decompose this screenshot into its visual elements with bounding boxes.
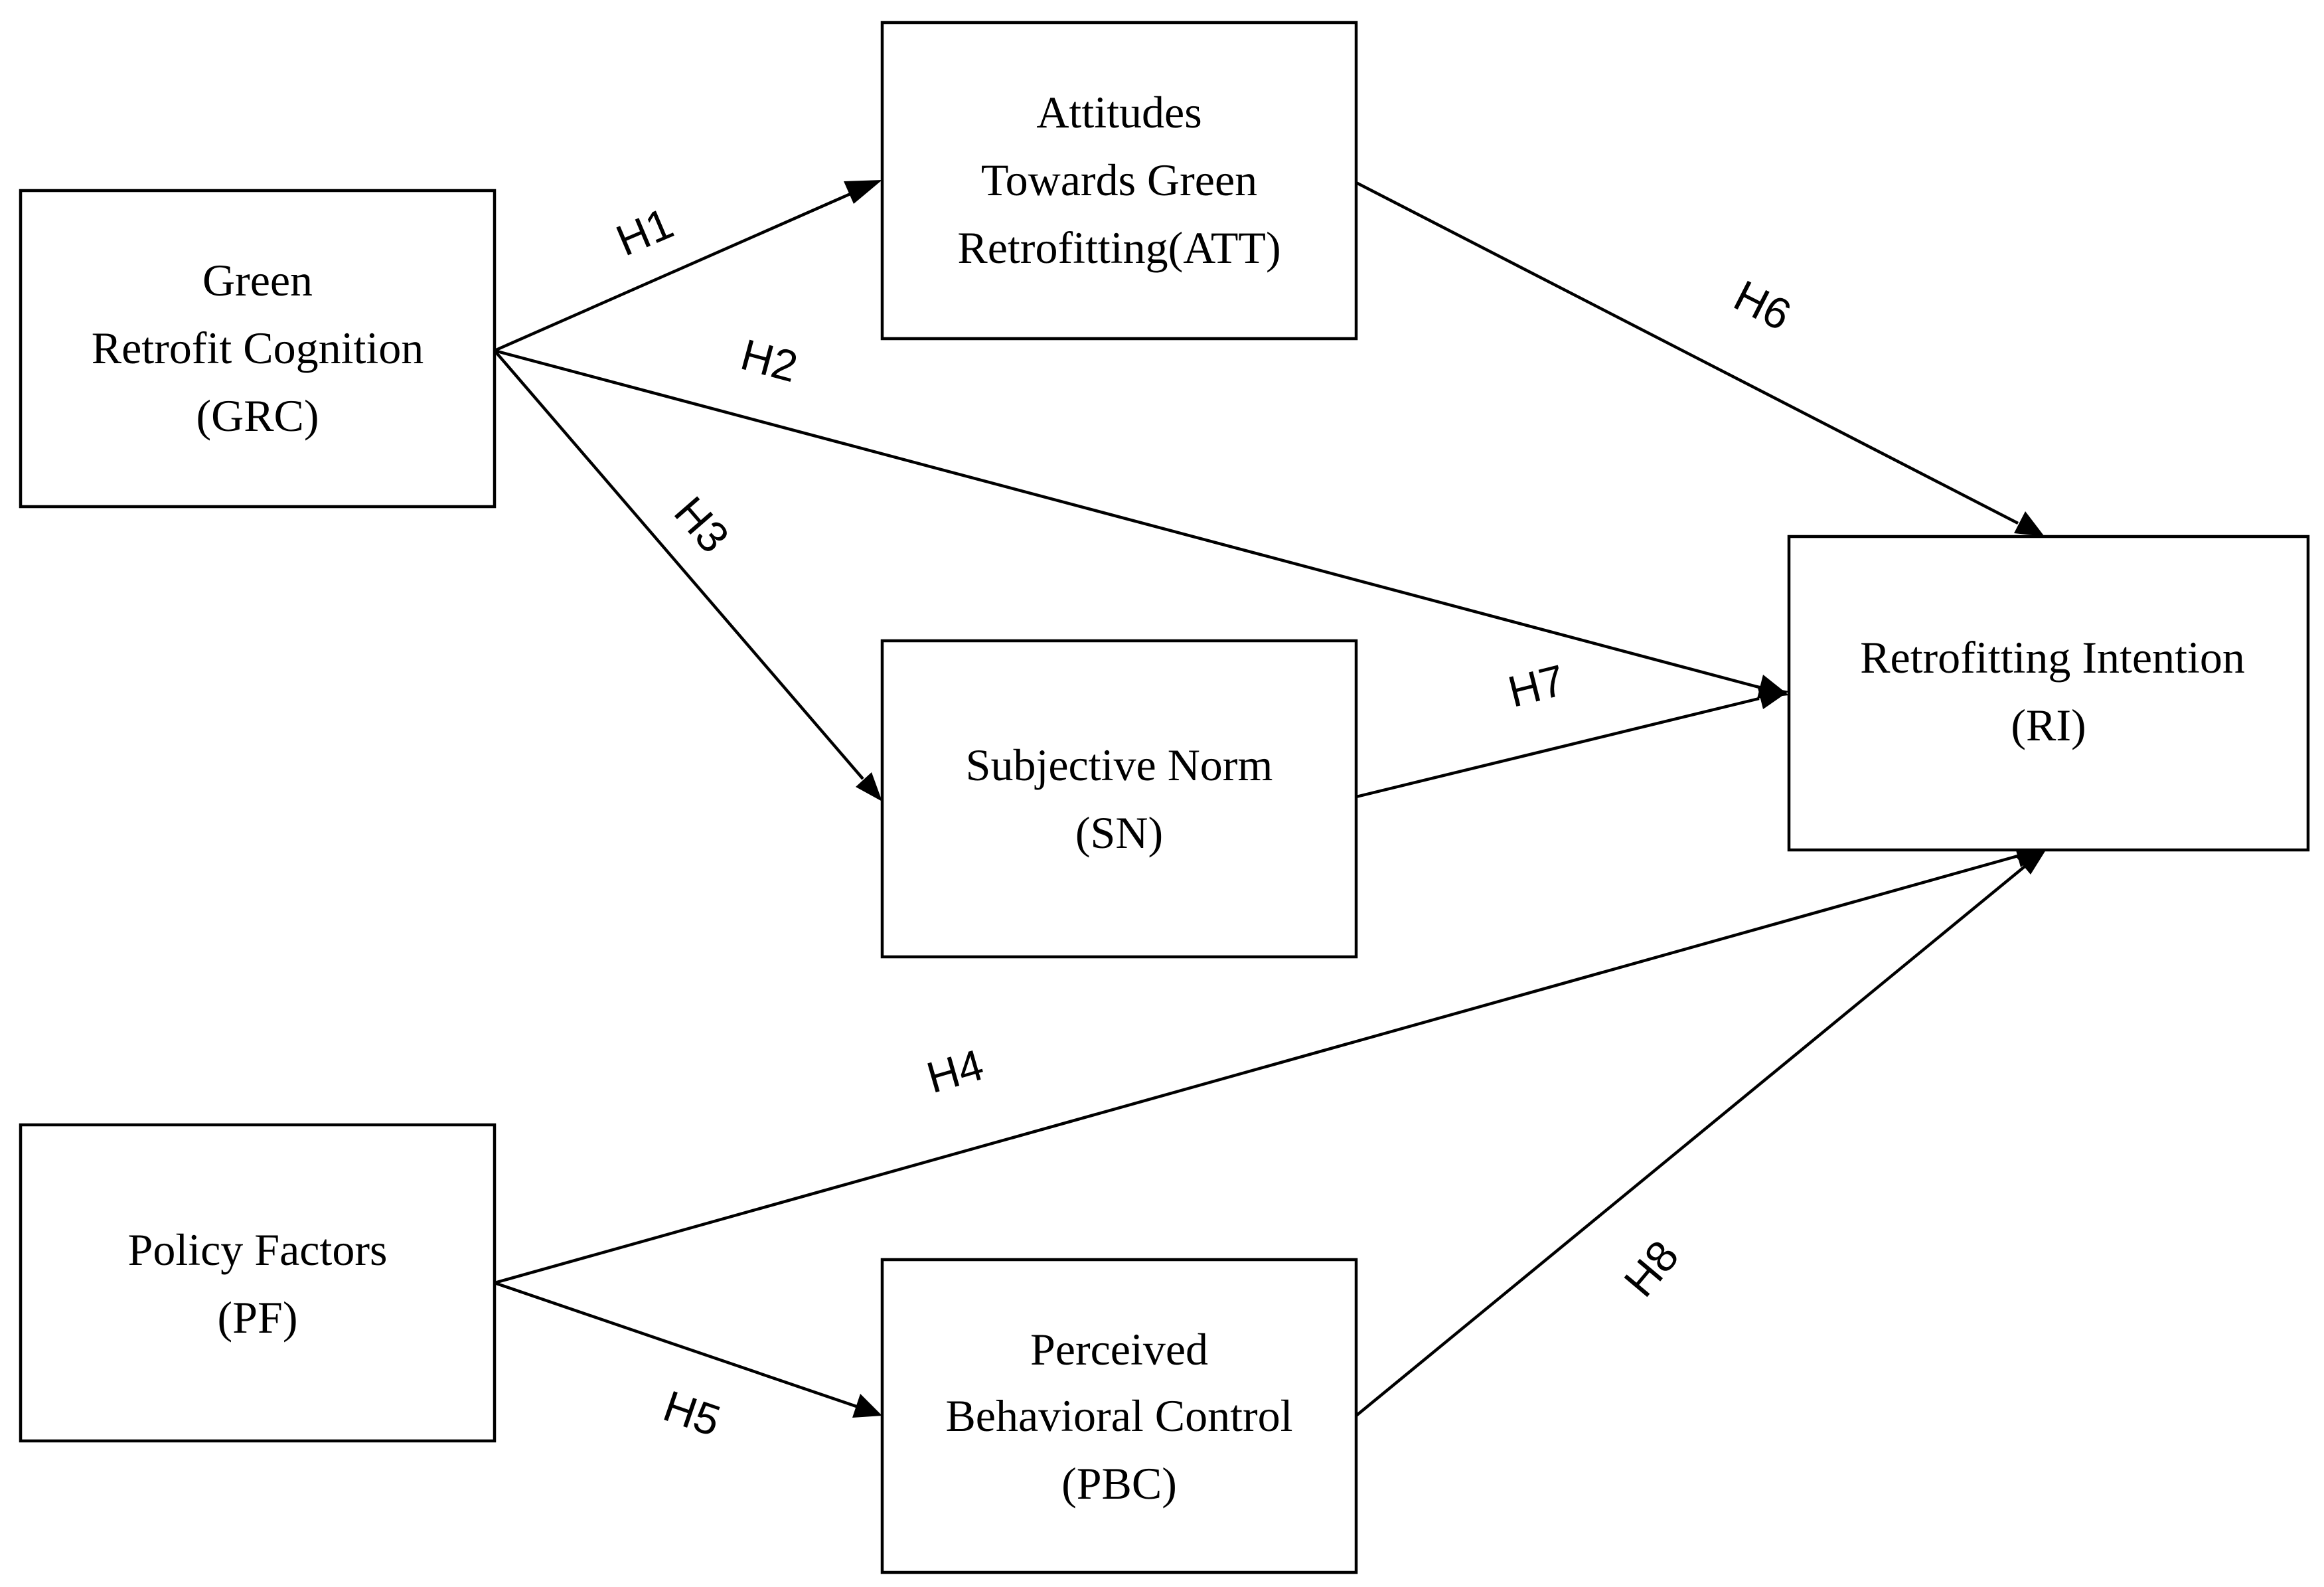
node-ri-line-1: Retrofitting Intention [1860, 632, 2245, 683]
node-ri: Retrofitting Intention (RI) [1787, 535, 2310, 852]
edge-label-h1: H1 [609, 198, 680, 265]
edge-h6-arrowhead [2014, 511, 2045, 537]
node-att-box [880, 21, 1358, 341]
node-pbc-line-3: (PBC) [1061, 1458, 1177, 1509]
edge-h5-arrowhead [852, 1394, 882, 1418]
node-sn: Subjective Norm (SN) [880, 639, 1358, 959]
edge-h2-line [494, 349, 1760, 689]
node-ri-line-2: (RI) [2011, 700, 2086, 750]
edge-h8-arrowhead [2015, 848, 2047, 875]
node-pbc-box [880, 1258, 1358, 1574]
edge-label-h2: H2 [736, 329, 803, 391]
edge-h8-line [1355, 865, 2026, 1417]
node-pf-line-1: Policy Factors [128, 1224, 388, 1275]
node-grc-box [19, 189, 497, 509]
node-sn-line-2: (SN) [1075, 807, 1163, 858]
edge-label-h3: H3 [665, 487, 739, 562]
node-att-line-2: Towards Green [981, 155, 1257, 205]
node-pbc: Perceived Behavioral Control (PBC) [880, 1258, 1358, 1574]
node-sn-box [880, 639, 1358, 959]
edge-label-h7: H7 [1504, 655, 1570, 716]
node-att: Attitudes Towards Green Retrofitting(ATT… [880, 21, 1358, 341]
edge-h7-line [1356, 697, 1760, 799]
edge-label-h5: H5 [658, 1381, 727, 1446]
node-pf-box [19, 1123, 497, 1443]
node-pf-line-2: (PF) [218, 1292, 298, 1343]
node-att-line-3: Retrofitting(ATT) [957, 222, 1280, 273]
node-pf: Policy Factors (PF) [19, 1123, 497, 1443]
edge-h5-line [494, 1281, 857, 1408]
node-grc-line-2: Retrofit Cognition [92, 323, 424, 373]
node-grc-line-1: Green [202, 255, 313, 305]
node-pbc-line-2: Behavioral Control [945, 1390, 1292, 1441]
node-pbc-line-1: Perceived [1030, 1324, 1208, 1375]
edge-label-h8: H8 [1614, 1231, 1688, 1305]
edge-label-h4: H4 [921, 1040, 989, 1102]
node-ri-box [1787, 535, 2310, 852]
edge-h6-line [1355, 181, 2019, 525]
node-grc: Green Retrofit Cognition (GRC) [19, 189, 497, 509]
edge-h3-arrowhead [856, 772, 882, 801]
node-sn-line-1: Subjective Norm [966, 740, 1273, 790]
edge-h1-arrowhead [844, 180, 882, 204]
edge-h3-line [493, 349, 864, 780]
edge-h1-line [494, 189, 857, 353]
edge-h4-line [494, 854, 2019, 1285]
node-grc-line-3: (GRC) [196, 390, 319, 441]
node-att-line-1: Attitudes [1036, 87, 1201, 137]
edge-h7-arrowhead [1757, 685, 1789, 709]
edge-label-h6: H6 [1727, 270, 1799, 339]
